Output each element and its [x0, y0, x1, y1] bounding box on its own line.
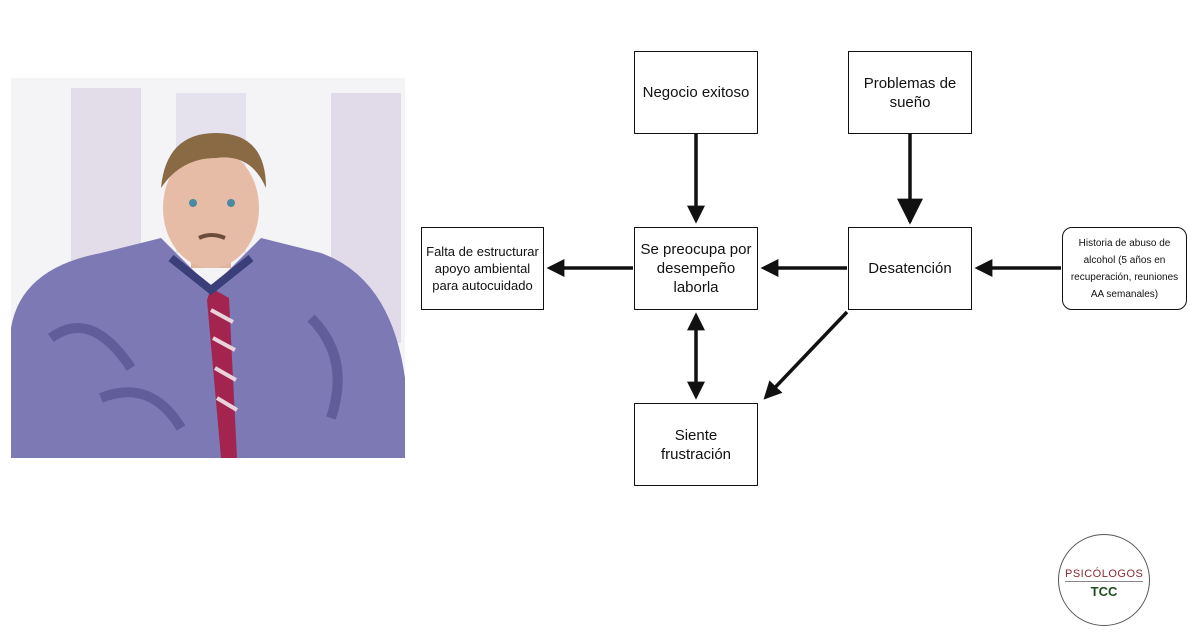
node-desatencion: Desatención — [848, 227, 972, 310]
portrait-image — [11, 78, 405, 458]
logo-line1: PSICÓLOGOS — [1065, 568, 1144, 582]
node-negocio-exitoso: Negocio exitoso — [634, 51, 758, 134]
node-siente-frustracion: Siente frustración — [634, 403, 758, 486]
node-falta-apoyo: Falta de estructurar apoyo ambiental par… — [421, 227, 544, 310]
arrow-desatencion-frustracion — [763, 310, 849, 400]
logo-line2: TCC — [1090, 584, 1118, 599]
psicologos-tcc-logo: PSICÓLOGOS TCC — [1058, 534, 1150, 626]
node-problemas-sueno: Problemas de sueño — [848, 51, 972, 134]
node-historia-alcohol: Historia de abuso de alcohol (5 años en … — [1062, 227, 1187, 310]
node-se-preocupa: Se preocupa por desempeño laborla — [634, 227, 758, 310]
